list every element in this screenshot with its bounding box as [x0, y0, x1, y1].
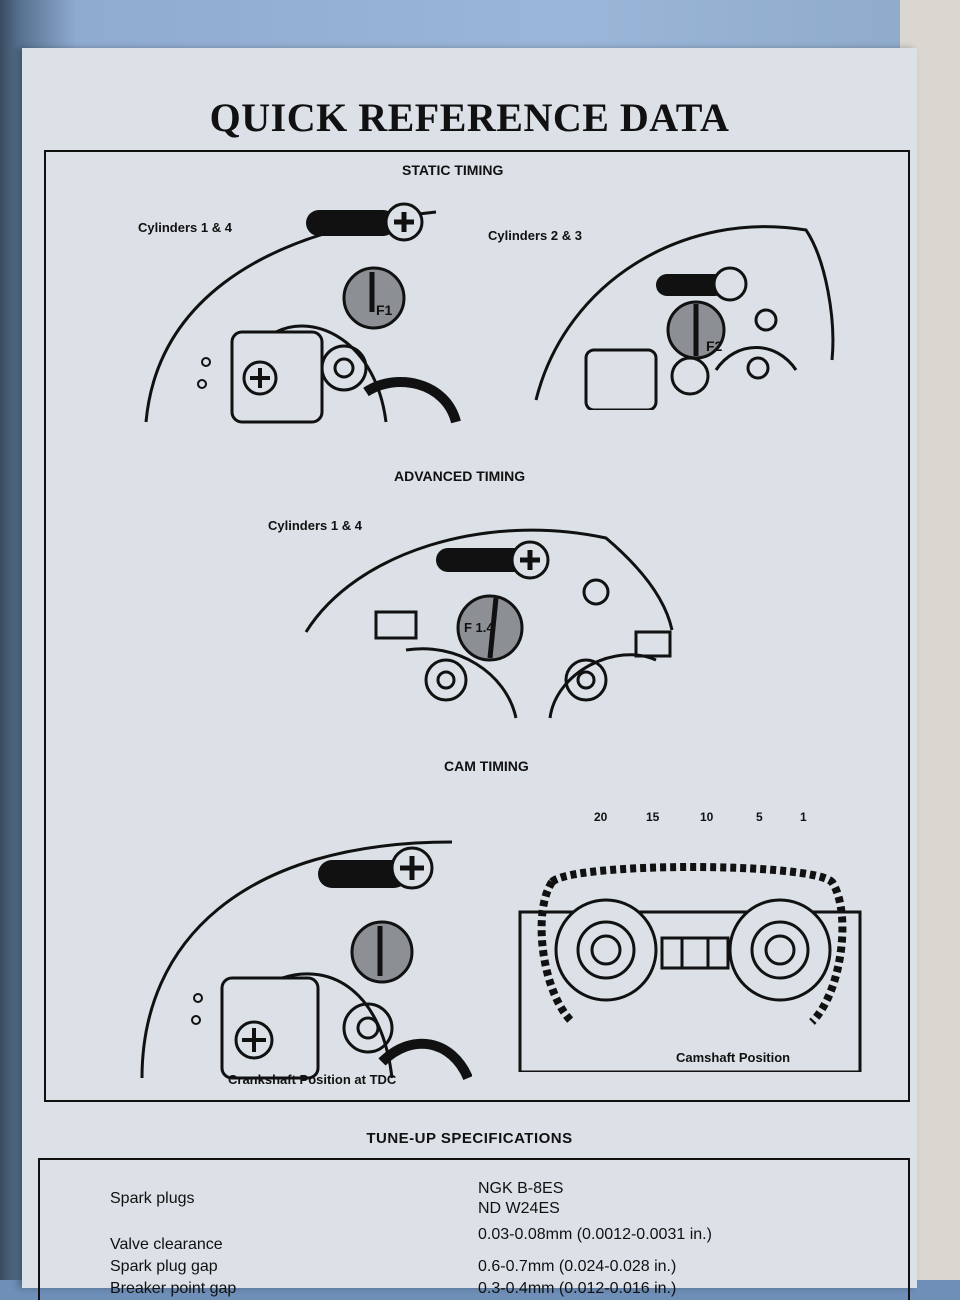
static-left-illustration [136, 192, 466, 432]
cam-timing-heading: CAM TIMING [444, 758, 529, 774]
spec-name: Breaker point gap [110, 1280, 237, 1297]
spec-name: Valve clearance [110, 1236, 223, 1253]
spec-name: Spark plug gap [110, 1258, 218, 1275]
spec-value: 0.3-0.4mm (0.012-0.016 in.) [478, 1280, 677, 1297]
chain-number: 5 [756, 810, 763, 824]
advanced-timing-heading: ADVANCED TIMING [394, 468, 526, 484]
static-left-mark: F1 [376, 302, 393, 318]
advanced-label: Cylinders 1 & 4 [268, 518, 362, 533]
static-timing-heading: STATIC TIMING [402, 162, 504, 178]
timing-figures-box: STATIC TIMING Cylinders 1 & 4 Cylinders … [44, 150, 910, 1102]
static-right-illustration [526, 200, 846, 410]
spec-value: 0.6-0.7mm (0.024-0.028 in.) [478, 1258, 677, 1275]
static-left-label: Cylinders 1 & 4 [138, 220, 232, 235]
chain-number: 20 [594, 810, 608, 824]
spec-value: 0.03-0.08mm (0.0012-0.0031 in.) [478, 1226, 712, 1243]
camshaft-caption: Camshaft Position [676, 1050, 791, 1065]
chain-number: 1 [800, 810, 807, 824]
cam-camshaft-illustration [512, 822, 872, 1072]
static-right-label: Cylinders 2 & 3 [488, 228, 582, 243]
static-right-mark: F2 [706, 338, 723, 354]
advanced-illustration [286, 482, 686, 722]
chain-number: 10 [700, 810, 714, 824]
spec-value: ND W24ES [478, 1200, 560, 1217]
spec-value: NGK B-8ES [478, 1180, 564, 1197]
chain-number: 15 [646, 810, 660, 824]
tuneup-table: Spark plugs NGK B-8ES ND W24ES Valve cle… [38, 1158, 910, 1300]
cam-crank-illustration [132, 792, 472, 1082]
page-title: QUICK REFERENCE DATA [209, 95, 730, 140]
tuneup-heading: TUNE-UP SPECIFICATIONS [366, 1130, 573, 1147]
book-page: QUICK REFERENCE DATA STATIC TIMING Cylin… [22, 48, 917, 1300]
crankshaft-caption: Crankshaft Position at TDC [228, 1072, 397, 1087]
advanced-mark: F 1.4 [464, 620, 494, 635]
spec-name: Spark plugs [110, 1190, 195, 1207]
